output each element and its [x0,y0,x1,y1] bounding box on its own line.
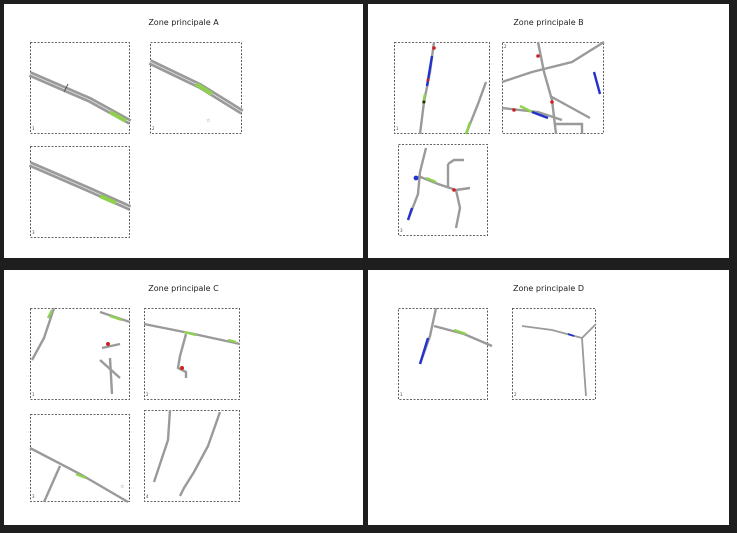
road-highlight-blue [567,333,575,337]
map-panel[interactable]: 1 [30,307,131,400]
road-segment [178,411,222,497]
map-panel-svg [28,146,132,238]
zone-page-c: Zone principale C 1 2 [4,270,363,525]
road-segment [42,465,62,503]
map-panel-svg: ☆ [29,414,130,504]
road-highlight-green [46,309,54,319]
road-highlight-green [453,328,467,336]
road-highlight-blue [406,207,414,221]
map-marker [432,46,436,50]
road-segment [417,174,471,192]
road-segment [406,147,428,221]
map-marker-star-icon: ☆ [206,118,211,124]
zone-page-a: Zone principale A 1 ☆ 2 3 [4,4,363,258]
map-panel-svg [144,409,240,502]
panel-number: 1 [32,126,35,131]
map-panel-svg [394,41,490,135]
map-marker [512,108,516,112]
map-panel-svg [398,307,493,400]
road-segment [581,337,587,397]
road-highlight-green [109,314,123,322]
map-panel[interactable]: 1 [28,42,132,134]
map-marker [413,175,419,181]
map-marker [426,78,430,82]
map-marker [452,188,456,192]
road-segment [152,409,172,483]
map-panel[interactable]: 4 [144,409,240,502]
road-segment [501,40,605,84]
road-highlight-blue [592,71,602,95]
panel-number: 1 [32,392,35,397]
road-highlight-green [109,110,127,123]
panel-number: 1 [396,126,399,131]
map-panel[interactable]: ☆ 2 [148,42,244,134]
road-segment [521,323,597,340]
map-panel[interactable]: 2 [512,308,597,400]
road-segment [433,324,493,348]
map-panel-svg [30,307,131,400]
map-marker-star-icon: ☆ [120,484,125,490]
road-highlight-green [519,104,533,114]
map-panel[interactable]: 2 [501,40,605,135]
map-panel[interactable]: 1 [398,307,493,400]
zone-title: Zone principale B [513,18,584,27]
road-segment [536,41,558,135]
panel-number: 3 [32,230,35,235]
road-segment [549,94,591,120]
map-marker [536,54,540,58]
map-marker [550,100,554,104]
panel-number: 3 [32,494,35,499]
zone-title: Zone principale C [148,284,219,293]
road-segment [148,59,244,115]
road-segment [447,158,464,165]
road-highlight-green [194,82,214,96]
map-panel[interactable]: 1 [394,41,490,135]
road-highlight-blue [531,110,549,120]
panel-number: 2 [514,392,517,397]
map-panel-svg: ☆ [148,42,244,134]
map-marker [180,366,184,370]
zone-title: Zone principale A [148,18,219,27]
panel-number: 1 [400,392,403,397]
panel-number: 2 [504,44,507,49]
road-highlight-green [464,121,472,135]
road-tick [63,83,69,93]
map-panel-svg [398,144,488,236]
panel-number: 3 [400,228,403,233]
map-marker [422,100,426,104]
map-panel-svg [501,40,605,135]
zone-page-b: Zone principale B 1 [368,4,729,258]
road-highlight-green [425,176,437,184]
panel-number: 2 [146,392,149,397]
road-segment [176,333,188,378]
road-segment [556,122,584,134]
map-marker [106,342,110,346]
zone-title: Zone principale D [512,284,585,293]
road-highlight-green [75,472,87,480]
panel-number: 4 [146,494,149,499]
map-panel-svg [28,42,132,134]
map-panel[interactable]: 3 [398,144,488,236]
road-segment [454,189,462,229]
map-panel-svg [512,308,597,400]
road-segment [108,357,114,395]
road-segment [418,41,436,135]
map-panel[interactable]: 2 [143,308,241,400]
zone-page-d: Zone principale D 1 2 [368,270,729,525]
road-segment [29,446,129,504]
road-highlight-blue [418,337,430,365]
road-highlight-green [183,330,197,337]
map-panel-svg [143,308,241,400]
road-segment [30,307,56,361]
map-panel[interactable]: ☆ 3 [29,414,130,504]
road-segment [101,342,121,350]
road-highlight-green [227,338,237,344]
map-panel[interactable]: 3 [28,146,132,238]
panel-number: 2 [152,126,155,131]
road-highlight-green [99,194,117,205]
